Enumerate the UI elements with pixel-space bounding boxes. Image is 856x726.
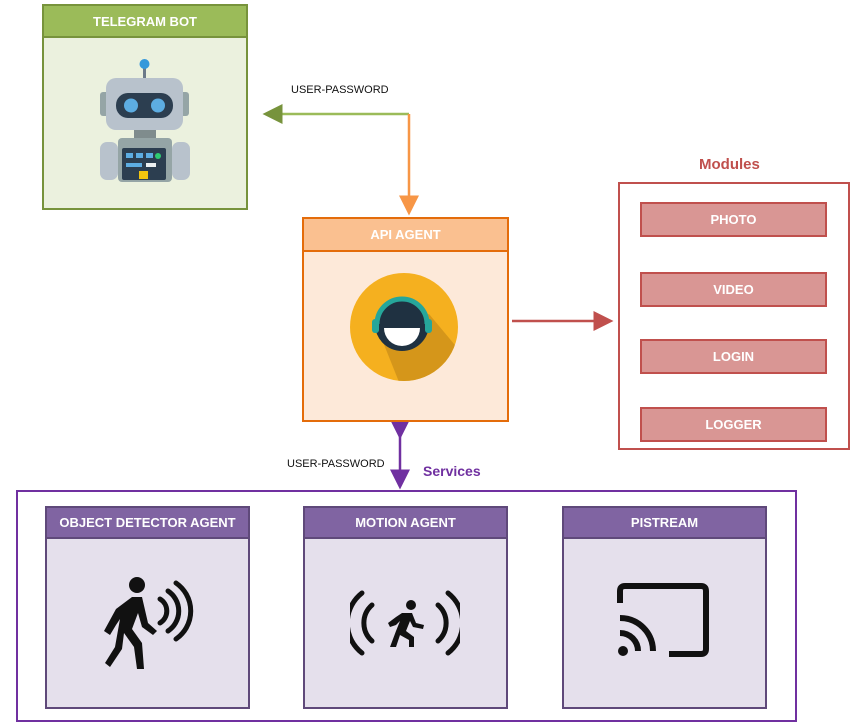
module-photo-button[interactable]: PHOTO (640, 202, 827, 237)
telegram-bot-title: TELEGRAM BOT (44, 6, 246, 38)
object-detector-agent-box[interactable]: OBJECT DETECTOR AGENT (45, 506, 250, 709)
telegram-bot-box[interactable]: TELEGRAM BOT (42, 4, 248, 210)
agent-avatar-icon (349, 272, 459, 382)
pistream-title: PISTREAM (564, 508, 765, 539)
services-container: OBJECT DETECTOR AGENT MOTION AGENT (16, 490, 797, 722)
modules-title: Modules (699, 156, 760, 173)
module-login-button[interactable]: LOGIN (640, 339, 827, 374)
robot-icon (94, 56, 194, 186)
motion-agent-title: MOTION AGENT (305, 508, 506, 539)
api-agent-title: API AGENT (304, 219, 507, 252)
cast-icon (617, 583, 712, 658)
modules-container: PHOTO VIDEO LOGIN LOGGER (618, 182, 850, 450)
module-video-button[interactable]: VIDEO (640, 272, 827, 307)
edge-label-bottom: USER-PASSWORD (287, 458, 385, 470)
edge-label-top: USER-PASSWORD (291, 84, 389, 96)
pistream-box[interactable]: PISTREAM (562, 506, 767, 709)
services-title: Services (423, 463, 481, 479)
motion-agent-box[interactable]: MOTION AGENT (303, 506, 508, 709)
module-logger-button[interactable]: LOGGER (640, 407, 827, 442)
object-detector-agent-title: OBJECT DETECTOR AGENT (47, 508, 248, 539)
person-sensor-icon (102, 573, 202, 673)
api-agent-box[interactable]: API AGENT (302, 217, 509, 422)
motion-sensor-icon (350, 583, 460, 663)
